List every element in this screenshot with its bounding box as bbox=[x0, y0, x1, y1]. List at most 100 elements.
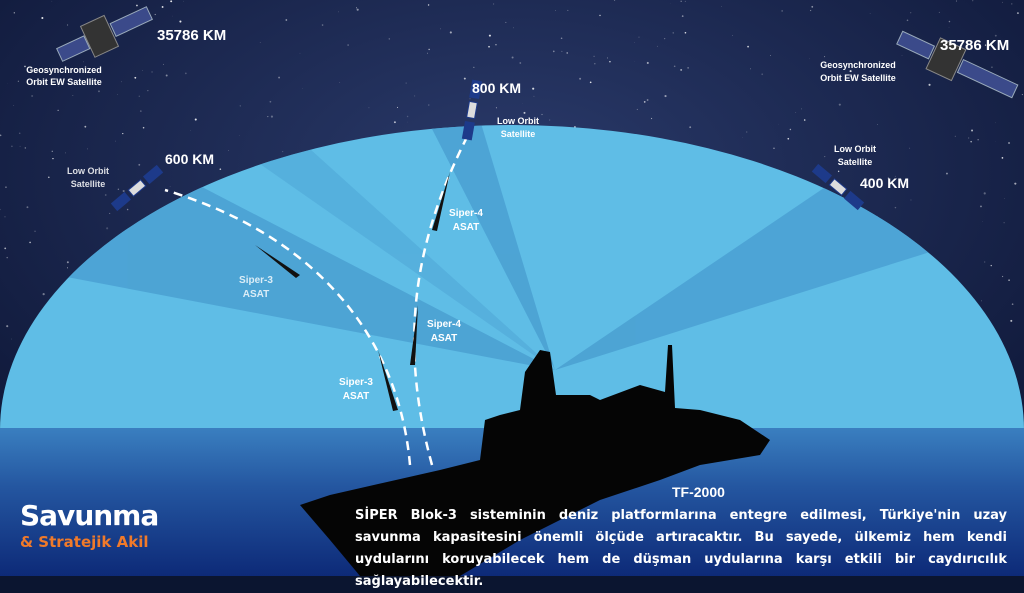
leo-center-altitude: 800 KM bbox=[472, 80, 521, 96]
star bbox=[282, 151, 283, 152]
star bbox=[6, 257, 7, 258]
star bbox=[11, 145, 13, 147]
star bbox=[84, 126, 86, 128]
star bbox=[567, 10, 568, 11]
star bbox=[1017, 12, 1019, 14]
brand-logo: Savunma & Stratejik Akil bbox=[20, 500, 158, 552]
star bbox=[278, 77, 280, 79]
star bbox=[984, 261, 985, 262]
star bbox=[397, 107, 398, 108]
star bbox=[972, 0, 973, 1]
star bbox=[347, 44, 349, 46]
star bbox=[594, 63, 595, 64]
star bbox=[599, 15, 600, 16]
star bbox=[185, 72, 187, 74]
star bbox=[1022, 94, 1023, 95]
star bbox=[910, 199, 911, 200]
star bbox=[5, 186, 6, 187]
leo-right-label-1: Low Orbit bbox=[834, 144, 876, 154]
star bbox=[647, 99, 649, 101]
star bbox=[971, 130, 973, 132]
star bbox=[1002, 2, 1003, 3]
star bbox=[142, 70, 143, 71]
star bbox=[804, 119, 806, 121]
star bbox=[220, 168, 222, 170]
star bbox=[43, 293, 45, 295]
star bbox=[414, 95, 415, 96]
star bbox=[955, 136, 956, 137]
star bbox=[464, 78, 466, 80]
star bbox=[978, 139, 979, 140]
star bbox=[634, 42, 635, 43]
star bbox=[440, 29, 441, 30]
star bbox=[839, 104, 841, 106]
star bbox=[152, 72, 153, 73]
star bbox=[5, 216, 6, 217]
star bbox=[801, 109, 802, 110]
ship-name: TF-2000 bbox=[672, 484, 725, 500]
star bbox=[721, 6, 722, 7]
star bbox=[170, 186, 171, 187]
star bbox=[877, 124, 878, 125]
missile-label-line2: ASAT bbox=[453, 222, 479, 233]
star bbox=[770, 55, 771, 56]
star bbox=[555, 10, 556, 11]
star bbox=[594, 56, 595, 57]
star bbox=[52, 1, 53, 2]
star bbox=[356, 7, 357, 8]
star bbox=[607, 58, 608, 59]
star bbox=[389, 38, 390, 39]
star bbox=[179, 20, 181, 22]
star bbox=[850, 70, 852, 72]
star bbox=[495, 44, 496, 45]
star bbox=[685, 32, 687, 34]
star bbox=[614, 0, 615, 1]
star bbox=[260, 42, 261, 43]
missile-label-line1: Siper-4 bbox=[427, 319, 461, 330]
star bbox=[427, 53, 428, 54]
geo-left-label-1: Geosynchronized bbox=[26, 65, 102, 75]
star bbox=[1002, 276, 1003, 277]
star bbox=[1008, 279, 1010, 281]
star bbox=[811, 6, 813, 8]
star bbox=[902, 55, 903, 56]
star bbox=[609, 61, 611, 63]
missile-label-line2: ASAT bbox=[243, 289, 269, 300]
star bbox=[67, 24, 68, 25]
star bbox=[1004, 222, 1005, 223]
star bbox=[1008, 142, 1010, 144]
star bbox=[83, 62, 84, 63]
star bbox=[566, 52, 567, 53]
geo-right-label-1: Geosynchronized bbox=[820, 60, 896, 70]
star bbox=[1014, 183, 1016, 185]
star bbox=[680, 69, 682, 71]
star bbox=[27, 206, 29, 208]
star bbox=[790, 129, 791, 130]
star bbox=[228, 150, 229, 151]
star bbox=[939, 12, 940, 13]
star bbox=[562, 51, 563, 52]
leo-right-altitude: 400 KM bbox=[860, 175, 909, 191]
star bbox=[20, 146, 21, 147]
star bbox=[981, 301, 982, 302]
star bbox=[170, 0, 172, 2]
star bbox=[11, 339, 12, 340]
star bbox=[163, 64, 164, 65]
star bbox=[67, 261, 69, 263]
star bbox=[166, 74, 168, 76]
star bbox=[57, 110, 58, 111]
star bbox=[240, 105, 241, 106]
star bbox=[41, 17, 43, 19]
star bbox=[25, 147, 26, 148]
star bbox=[681, 1, 682, 2]
star bbox=[121, 81, 122, 82]
star bbox=[1002, 157, 1004, 159]
star bbox=[406, 83, 407, 84]
star bbox=[907, 19, 909, 21]
star bbox=[946, 173, 948, 175]
star bbox=[664, 38, 665, 39]
leo-left-altitude: 600 KM bbox=[165, 151, 214, 167]
star bbox=[512, 56, 514, 58]
leo-center-label-1: Low Orbit bbox=[497, 116, 539, 126]
leo-left-label-2: Satellite bbox=[71, 179, 106, 189]
